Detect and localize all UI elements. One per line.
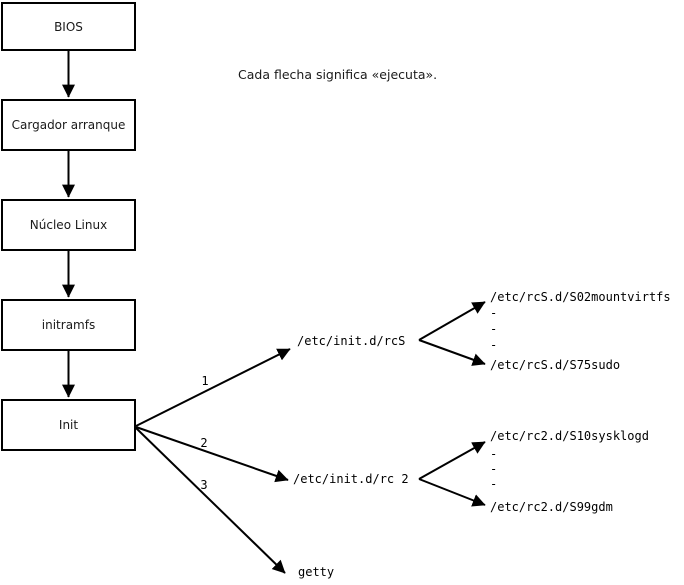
arrow-init-to-rcs-icon xyxy=(135,348,291,427)
branch-2-number: 2 xyxy=(200,436,207,450)
getty-label: getty xyxy=(298,565,334,579)
rc2-ellipsis-dash: - xyxy=(490,477,497,491)
note-text: Cada flecha significa «ejecuta». xyxy=(238,67,437,82)
arrow-rcs-to-last-service-icon xyxy=(418,339,486,366)
rcs-script-label: /etc/init.d/rcS xyxy=(297,334,405,348)
arrow-rc2-to-first-service-icon xyxy=(418,441,486,480)
rcs-ellipsis-dash: - xyxy=(490,338,497,352)
rc2-last-service-label: /etc/rc2.d/S99gdm xyxy=(490,500,613,514)
arrow-rcs-to-first-service-icon xyxy=(418,301,486,341)
rc2-script-label: /etc/init.d/rc 2 xyxy=(293,472,409,486)
box-initramfs xyxy=(1,299,136,351)
rc2-ellipsis-dash: - xyxy=(490,462,497,476)
box-init-label: Init xyxy=(59,418,78,432)
box-bootloader-label: Cargador arranque xyxy=(12,118,126,132)
rcs-ellipsis-dash: - xyxy=(490,322,497,336)
arrow-init-to-getty-icon xyxy=(135,427,286,574)
box-bootloader xyxy=(1,99,136,151)
box-initramfs-label: initramfs xyxy=(42,318,95,332)
box-bios xyxy=(1,2,136,51)
rcs-ellipsis-dash: - xyxy=(490,306,497,320)
box-kernel-label: Núcleo Linux xyxy=(30,218,107,232)
arrow-rc2-to-last-service-icon xyxy=(418,478,486,507)
branch-3-number: 3 xyxy=(200,478,207,492)
arrow-init-to-rc2-icon xyxy=(135,426,289,483)
box-bios-label: BIOS xyxy=(54,20,83,34)
rc2-ellipsis-dash: - xyxy=(490,447,497,461)
box-init xyxy=(1,399,136,451)
rcs-last-service-label: /etc/rcS.d/S75sudo xyxy=(490,358,620,372)
rcs-first-service-label: /etc/rcS.d/S02mountvirtfs xyxy=(490,290,671,304)
rc2-first-service-label: /etc/rc2.d/S10sysklogd xyxy=(490,429,649,443)
branch-1-number: 1 xyxy=(201,374,208,388)
